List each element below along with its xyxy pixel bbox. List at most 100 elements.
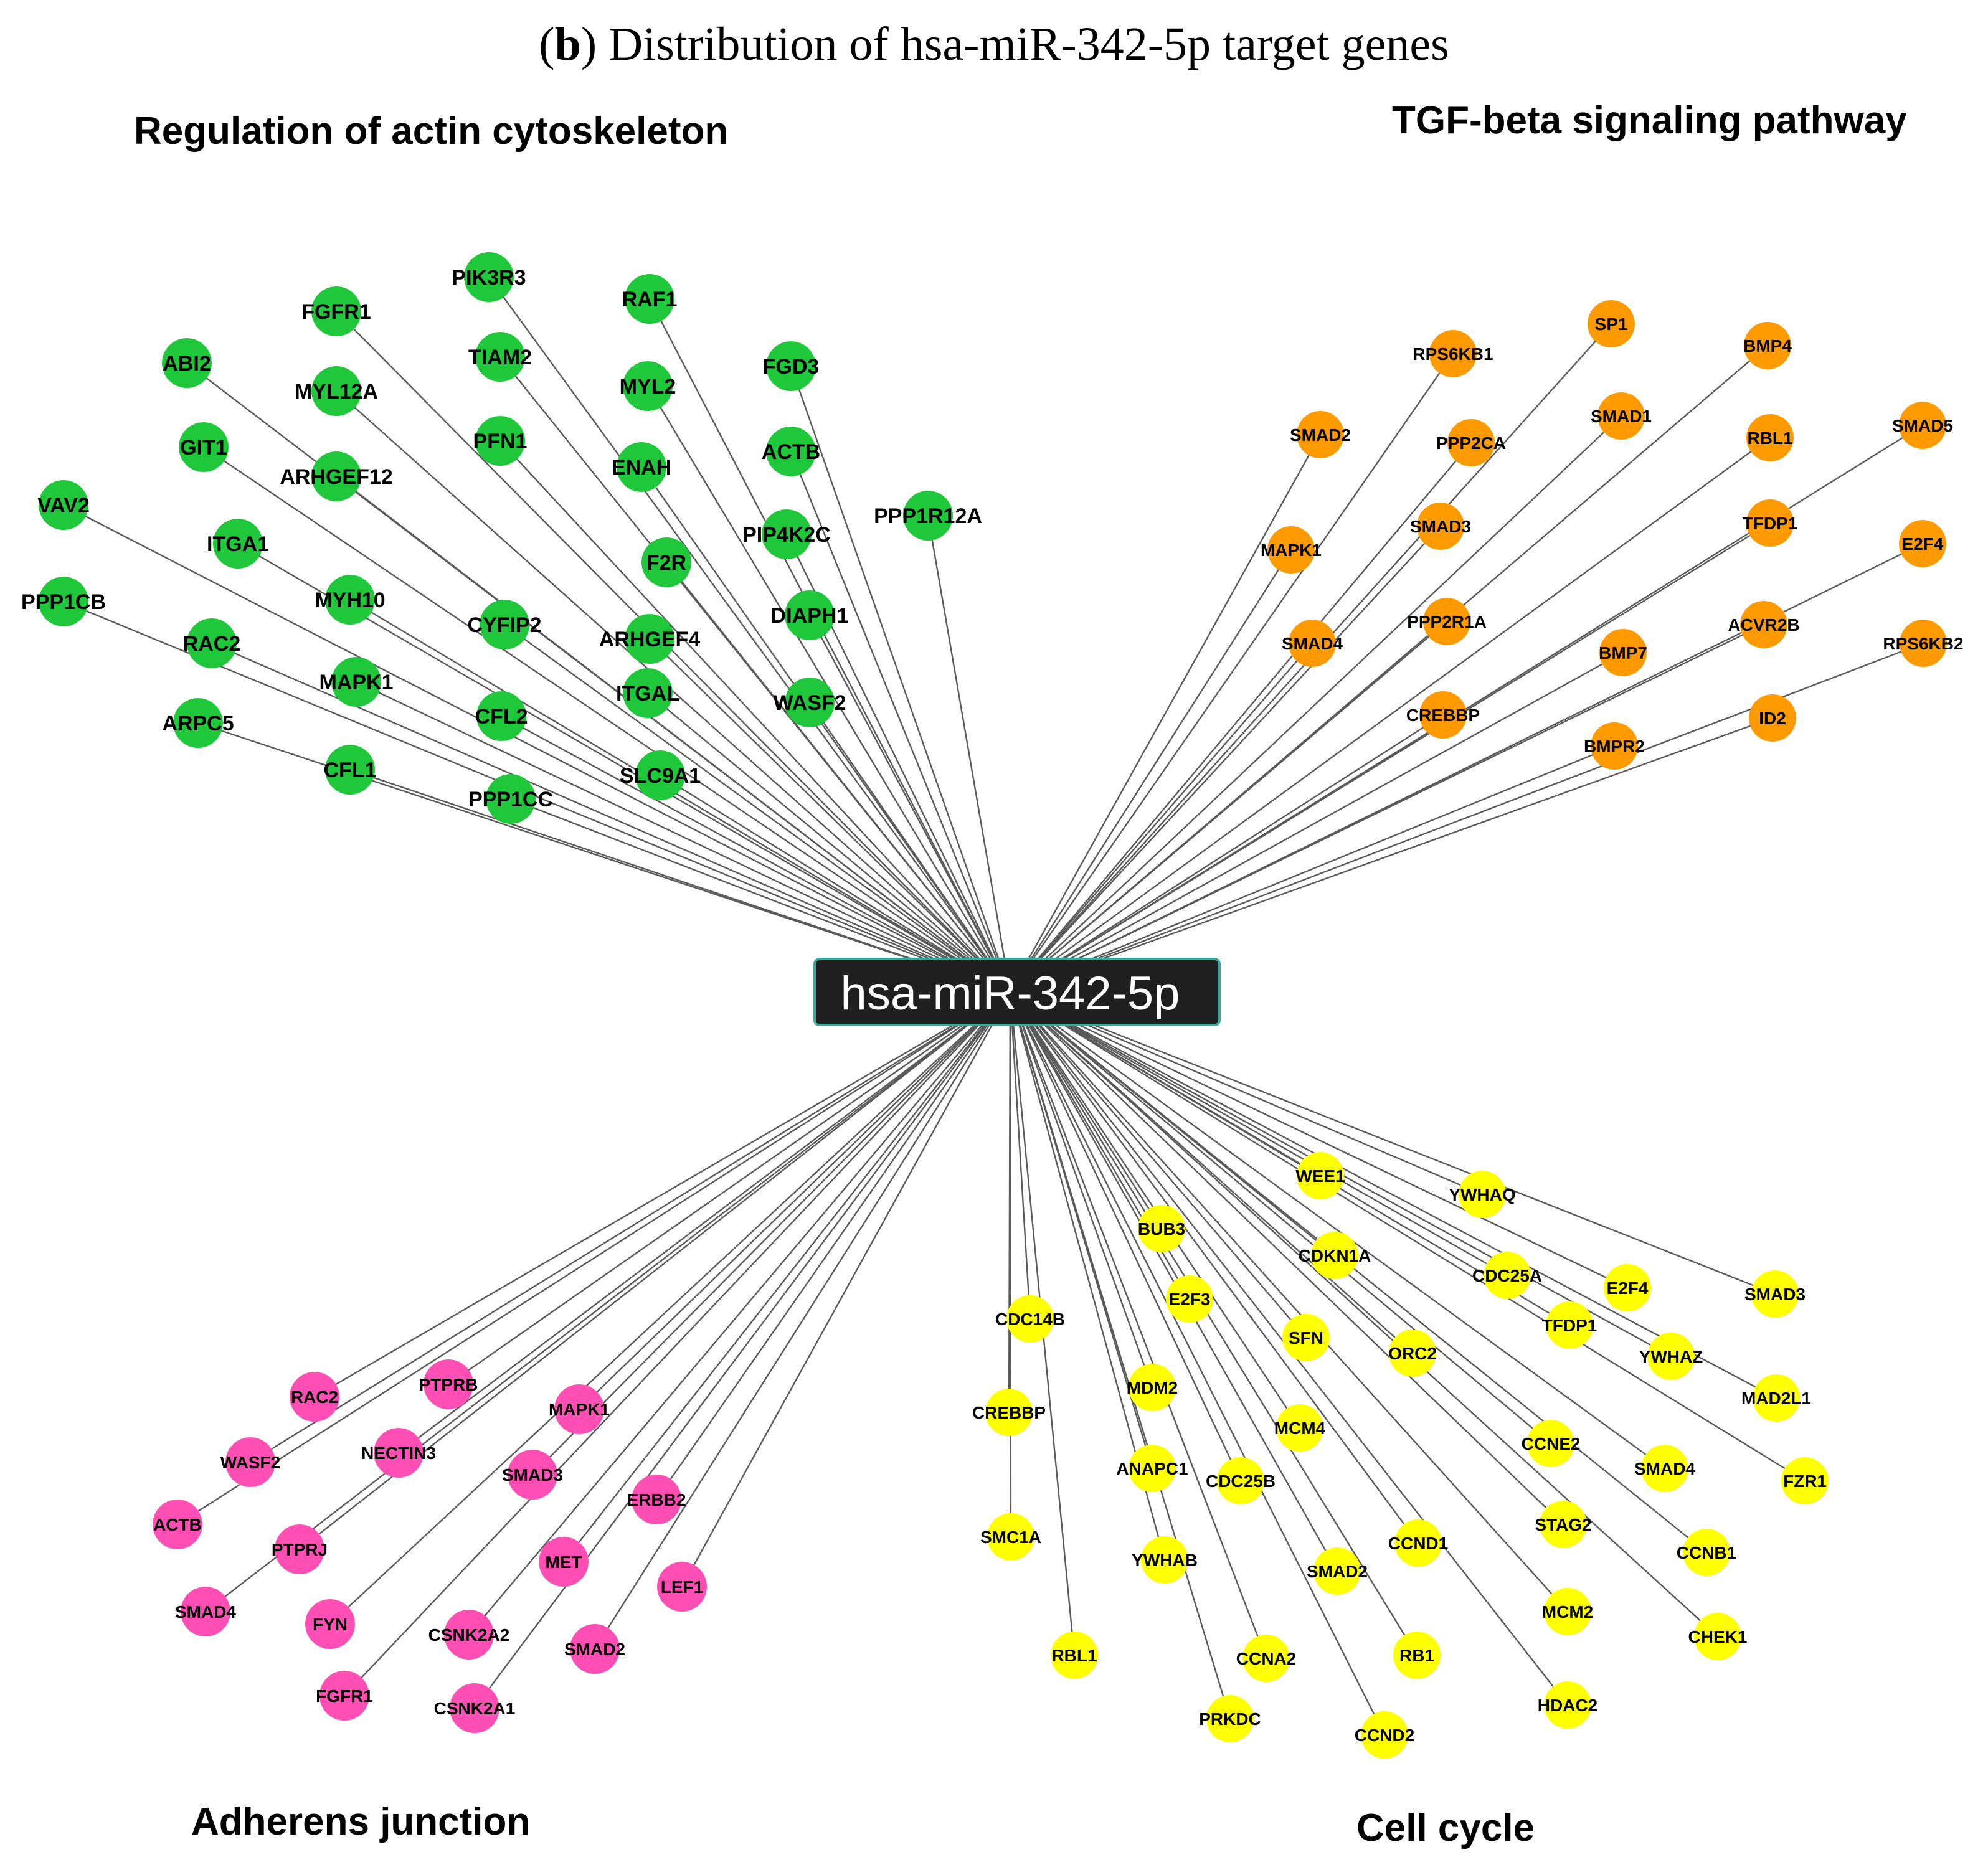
node-tgf-bmp7[interactable]: BMP7	[1599, 629, 1647, 676]
node-cellcycle-cdc25a[interactable]: CDC25A	[1472, 1252, 1542, 1299]
node-actin-f2r[interactable]: F2R	[641, 537, 691, 587]
node-tgf-e2f4[interactable]: E2F4	[1899, 520, 1946, 567]
node-cellcycle-mcm2[interactable]: MCM2	[1542, 1588, 1593, 1635]
node-tgf-rps6kb1[interactable]: RPS6KB1	[1413, 330, 1493, 377]
node-actin-cfl1[interactable]: CFL1	[324, 745, 377, 795]
node-cellcycle-smad3[interactable]: SMAD3	[1744, 1270, 1806, 1318]
node-cellcycle-orc2[interactable]: ORC2	[1388, 1330, 1437, 1377]
node-adherens-smad3[interactable]: SMAD3	[502, 1450, 563, 1500]
node-actin-wasf2[interactable]: WASF2	[773, 678, 846, 727]
node-cellcycle-cdkn1a[interactable]: CDKN1A	[1299, 1232, 1371, 1279]
node-adherens-ptprj[interactable]: PTPRJ	[272, 1524, 328, 1574]
node-tgf-rps6kb2[interactable]: RPS6KB2	[1883, 620, 1964, 667]
node-actin-itga1[interactable]: ITGA1	[207, 519, 269, 569]
node-cellcycle-fzr1[interactable]: FZR1	[1781, 1457, 1829, 1504]
node-actin-abi2[interactable]: ABI2	[162, 338, 212, 388]
node-actin-diaph1[interactable]: DIAPH1	[771, 590, 849, 640]
node-actin-itgal[interactable]: ITGAL	[616, 668, 679, 718]
node-cellcycle-mdm2[interactable]: MDM2	[1127, 1364, 1178, 1411]
node-tgf-mapk1[interactable]: MAPK1	[1261, 526, 1322, 574]
node-cellcycle-stag2[interactable]: STAG2	[1535, 1501, 1592, 1548]
node-cellcycle-ccnd2[interactable]: CCND2	[1355, 1711, 1414, 1759]
node-adherens-csnk2a1[interactable]: CSNK2A1	[434, 1683, 516, 1733]
node-cellcycle-e2f3[interactable]: E2F3	[1166, 1275, 1213, 1323]
node-actin-vav2[interactable]: VAV2	[37, 480, 90, 530]
node-cellcycle-ccnb1[interactable]: CCNB1	[1677, 1529, 1736, 1576]
node-cellcycle-rbl1[interactable]: RBL1	[1051, 1632, 1098, 1679]
node-cellcycle-smc1a[interactable]: SMC1A	[980, 1513, 1041, 1561]
node-adherens-csnk2a2[interactable]: CSNK2A2	[428, 1610, 510, 1660]
node-tgf-sp1[interactable]: SP1	[1588, 300, 1635, 347]
node-cellcycle-tfdp1[interactable]: TFDP1	[1542, 1301, 1598, 1349]
node-tgf-acvr2b[interactable]: ACVR2B	[1728, 601, 1800, 648]
node-cellcycle-ywhaq[interactable]: YWHAQ	[1449, 1171, 1516, 1218]
node-actin-arhgef12[interactable]: ARHGEF12	[280, 451, 393, 501]
hub-node[interactable]: hsa-miR-342-5p	[813, 958, 1221, 1026]
node-actin-actb[interactable]: ACTB	[762, 427, 820, 476]
node-adherens-lef1[interactable]: LEF1	[657, 1562, 707, 1612]
node-adherens-erbb2[interactable]: ERBB2	[627, 1475, 686, 1524]
node-actin-pik3r3[interactable]: PIK3R3	[452, 252, 526, 302]
node-actin-myl2[interactable]: MYL2	[620, 361, 676, 411]
node-tgf-tfdp1[interactable]: TFDP1	[1743, 499, 1798, 547]
node-actin-git1[interactable]: GIT1	[179, 422, 229, 472]
node-tgf-smad1[interactable]: SMAD1	[1591, 392, 1652, 440]
node-actin-myh10[interactable]: MYH10	[315, 575, 386, 625]
node-cellcycle-ccne2[interactable]: CCNE2	[1522, 1420, 1581, 1467]
node-actin-enah[interactable]: ENAH	[612, 442, 671, 492]
node-actin-pip4k2c[interactable]: PIP4K2C	[742, 509, 831, 559]
node-adherens-fgfr1[interactable]: FGFR1	[316, 1671, 373, 1721]
node-actin-rac2[interactable]: RAC2	[183, 618, 241, 668]
node-cellcycle-prkdc[interactable]: PRKDC	[1199, 1695, 1261, 1742]
node-actin-cfl2[interactable]: CFL2	[475, 691, 528, 741]
node-tgf-rbl1[interactable]: RBL1	[1746, 414, 1794, 461]
node-cellcycle-rb1[interactable]: RB1	[1393, 1632, 1441, 1679]
node-cellcycle-cdc14b[interactable]: CDC14B	[995, 1295, 1065, 1343]
node-cellcycle-chek1[interactable]: CHEK1	[1688, 1613, 1748, 1660]
node-cellcycle-ywhaz[interactable]: YWHAZ	[1639, 1333, 1703, 1380]
node-actin-fgd3[interactable]: FGD3	[763, 341, 820, 391]
node-tgf-smad5[interactable]: SMAD5	[1892, 402, 1953, 449]
node-tgf-smad2[interactable]: SMAD2	[1290, 411, 1351, 458]
node-actin-myl12a[interactable]: MYL12A	[295, 366, 378, 416]
node-tgf-id2[interactable]: ID2	[1749, 694, 1796, 742]
node-adherens-nectin3[interactable]: NECTIN3	[361, 1428, 436, 1478]
node-adherens-wasf2[interactable]: WASF2	[220, 1437, 280, 1487]
node-cellcycle-wee1[interactable]: WEE1	[1295, 1152, 1345, 1199]
node-cellcycle-smad4[interactable]: SMAD4	[1634, 1445, 1695, 1492]
node-adherens-actb[interactable]: ACTB	[153, 1500, 202, 1549]
node-tgf-bmp4[interactable]: BMP4	[1743, 322, 1792, 369]
node-cellcycle-e2f4[interactable]: E2F4	[1604, 1264, 1651, 1311]
node-tgf-ppp2ca[interactable]: PPP2CA	[1436, 419, 1506, 466]
node-actin-tiam2[interactable]: TIAM2	[468, 332, 532, 382]
node-cellcycle-mad2l1[interactable]: MAD2L1	[1741, 1374, 1811, 1422]
node-actin-slc9a1[interactable]: SLC9A1	[620, 750, 701, 800]
node-tgf-bmpr2[interactable]: BMPR2	[1584, 722, 1645, 770]
node-cellcycle-crebbp[interactable]: CREBBP	[972, 1389, 1046, 1436]
node-cellcycle-sfn[interactable]: SFN	[1282, 1314, 1330, 1361]
node-actin-arhgef4[interactable]: ARHGEF4	[599, 614, 701, 664]
node-actin-cyfip2[interactable]: CYFIP2	[467, 600, 542, 649]
node-cellcycle-hdac2[interactable]: HDAC2	[1538, 1681, 1598, 1729]
node-adherens-met[interactable]: MET	[539, 1537, 589, 1587]
node-tgf-smad3[interactable]: SMAD3	[1410, 503, 1471, 550]
node-tgf-smad4[interactable]: SMAD4	[1282, 620, 1343, 667]
node-adherens-smad4[interactable]: SMAD4	[175, 1587, 236, 1636]
node-adherens-fyn[interactable]: FYN	[305, 1599, 355, 1649]
node-cellcycle-cdc25b[interactable]: CDC25B	[1206, 1457, 1276, 1504]
node-tgf-ppp2r1a[interactable]: PPP2R1A	[1407, 598, 1487, 645]
node-actin-fgfr1[interactable]: FGFR1	[301, 286, 371, 336]
node-cellcycle-mcm4[interactable]: MCM4	[1274, 1404, 1326, 1452]
node-actin-raf1[interactable]: RAF1	[622, 274, 678, 324]
node-cellcycle-smad2[interactable]: SMAD2	[1307, 1547, 1368, 1595]
node-adherens-mapk1[interactable]: MAPK1	[549, 1384, 610, 1434]
node-actin-pfn1[interactable]: PFN1	[473, 416, 528, 466]
node-actin-mapk1[interactable]: MAPK1	[319, 657, 394, 707]
node-adherens-ptprb[interactable]: PTPRB	[419, 1359, 478, 1409]
node-adherens-rac2[interactable]: RAC2	[290, 1372, 339, 1422]
node-cellcycle-ccnd1[interactable]: CCND1	[1388, 1519, 1448, 1567]
node-actin-ppp1cc[interactable]: PPP1CC	[468, 774, 553, 824]
node-cellcycle-ywhab[interactable]: YWHAB	[1132, 1536, 1198, 1584]
node-cellcycle-bub3[interactable]: BUB3	[1138, 1205, 1185, 1252]
node-cellcycle-ccna2[interactable]: CCNA2	[1236, 1635, 1296, 1682]
